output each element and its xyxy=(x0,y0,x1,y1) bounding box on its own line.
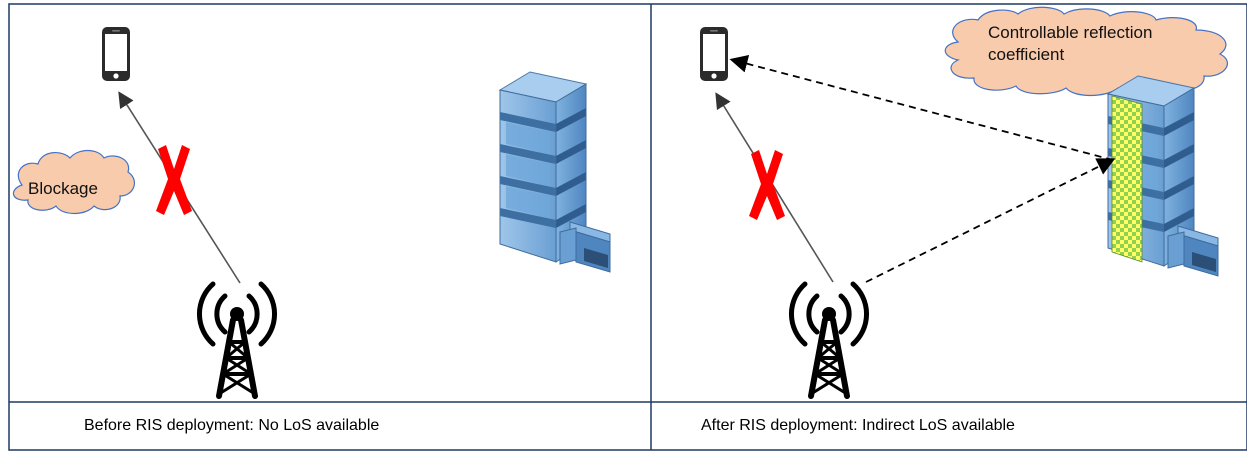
phone-icon xyxy=(700,27,728,81)
ris-callout-line2: coefficient xyxy=(988,45,1065,64)
blockage-x-icon xyxy=(749,150,785,220)
cloud-callout xyxy=(12,149,136,215)
right-panel-caption: After RIS deployment: Indirect LoS avail… xyxy=(701,417,1015,434)
cell-tower-icon xyxy=(199,284,274,396)
bs-to-ris-link xyxy=(865,158,1116,283)
building-icon xyxy=(499,71,611,273)
outer-frame xyxy=(8,3,1247,451)
ris-to-user-link xyxy=(729,54,1114,161)
left-panel xyxy=(12,27,611,396)
right-panel xyxy=(700,6,1228,396)
ris-panel xyxy=(1111,95,1143,263)
cell-tower-icon xyxy=(791,284,866,396)
cloud-callout xyxy=(944,6,1228,97)
blocked-direct-link xyxy=(715,92,834,283)
blockage-label: Blockage xyxy=(28,179,98,198)
ris-callout-label: Controllable reflection coefficient xyxy=(988,22,1152,66)
ris-callout-line1: Controllable reflection xyxy=(988,23,1153,42)
left-panel-caption: Before RIS deployment: No LoS available xyxy=(84,417,380,434)
blockage-x-icon xyxy=(156,145,192,215)
phone-icon xyxy=(102,27,130,81)
